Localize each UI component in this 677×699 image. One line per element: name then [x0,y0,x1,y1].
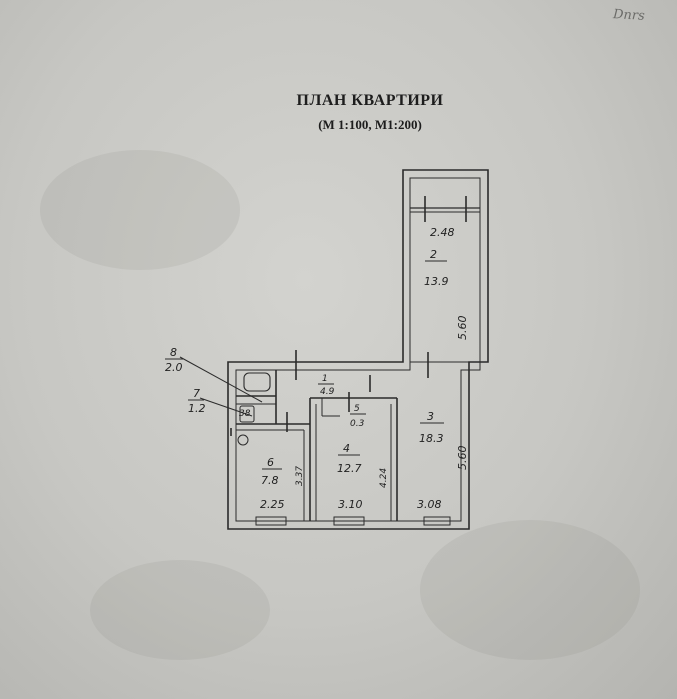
room-4-number: 4 [343,442,350,455]
room-8-area: 2.0 [165,361,183,374]
dim-room6-length: 3.37 [295,466,305,486]
room-5-number: 5 [354,404,360,414]
toilet-icon [239,405,255,423]
plan-scale-subtitle: (М 1:100, М1:200) [318,117,422,132]
dim-room3-width: 3.08 [417,498,442,511]
dim-room4-length: 4.24 [379,468,389,488]
room-3-area: 18.3 [419,432,444,445]
room-6-area: 7.8 [261,474,279,487]
dim-room6-width: 2.25 [260,498,285,511]
room-1-area: 4.9 [320,387,335,397]
dim-balcony-width: 2.48 [430,226,455,239]
room-3-number: 3 [427,410,434,423]
room-7-area: 1.2 [188,402,206,415]
apartment-outline [227,169,489,530]
dim-room2-length: 5.60 [456,316,469,341]
window-kitchen [255,516,287,526]
bathtub-icon [243,372,271,392]
room-1-number: 1 [322,374,328,384]
sink-icon [237,434,249,446]
room-8-number: 8 [170,346,177,359]
bath-label: 38 [239,409,251,419]
window-room3 [423,516,451,526]
plan-title: ПЛАН КВАРТИРИ [296,92,444,109]
window-room4 [333,516,365,526]
dim-room4-width: 3.10 [338,498,363,511]
room-2-area: 13.9 [424,275,449,288]
room-5-area: 0.3 [350,419,365,429]
room-4-area: 12.7 [337,462,362,475]
room-2-number: 2 [430,248,437,261]
room-7-number: 7 [193,387,200,400]
dim-room3-length: 5.60 [456,446,469,471]
room-6-number: 6 [267,456,274,469]
